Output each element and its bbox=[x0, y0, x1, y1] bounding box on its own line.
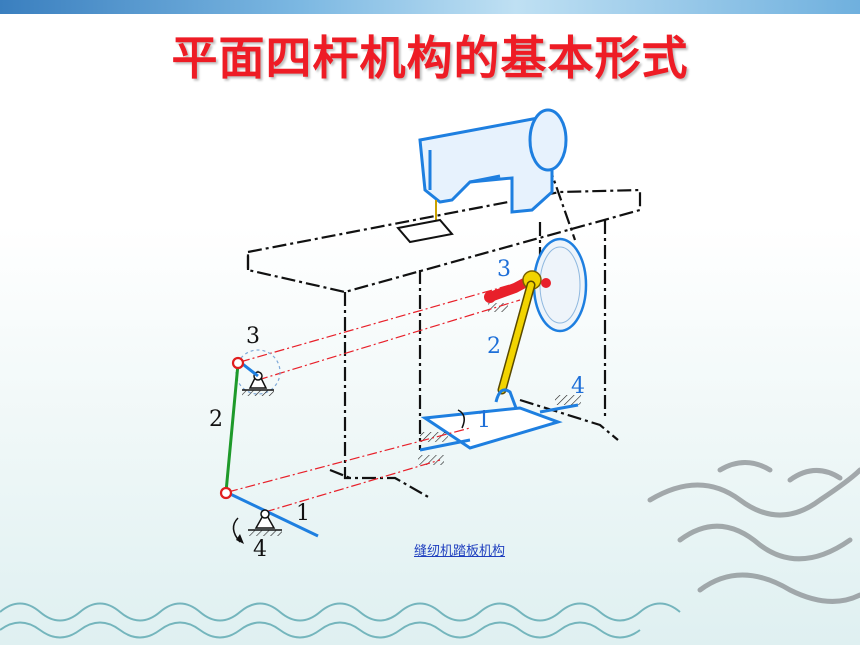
dragon-decoration bbox=[647, 460, 860, 604]
machine-label-2: 2 bbox=[487, 334, 501, 359]
schematic-label-3: 3 bbox=[246, 324, 260, 349]
schematic-joint-upper bbox=[231, 356, 245, 370]
projection-lines bbox=[227, 284, 521, 513]
schematic-label-4: 4 bbox=[253, 537, 267, 562]
schematic-pivot-4 bbox=[225, 490, 319, 544]
caption-link[interactable]: 缝纫机踏板机构 bbox=[414, 544, 506, 559]
schematic-joint-lower bbox=[219, 486, 233, 500]
machine-label-1: 1 bbox=[477, 408, 491, 433]
sewing-machine-head bbox=[396, 108, 568, 244]
schematic-label-2: 2 bbox=[209, 407, 223, 432]
machine-connecting-rod bbox=[497, 280, 536, 395]
page-title: 平面四杆机构的基本形式 bbox=[171, 31, 689, 85]
schematic-coupler-link-2 bbox=[224, 363, 240, 493]
schematic-label-1: 1 bbox=[296, 501, 310, 526]
schematic-pivot-3 bbox=[235, 349, 281, 396]
machine-ground-supports bbox=[418, 303, 581, 465]
wave-decoration bbox=[0, 602, 681, 639]
machine-label-4: 4 bbox=[571, 374, 585, 399]
machine-pedal bbox=[419, 388, 579, 452]
top-decorative-band bbox=[0, 0, 860, 14]
machine-label-3: 3 bbox=[497, 257, 511, 282]
